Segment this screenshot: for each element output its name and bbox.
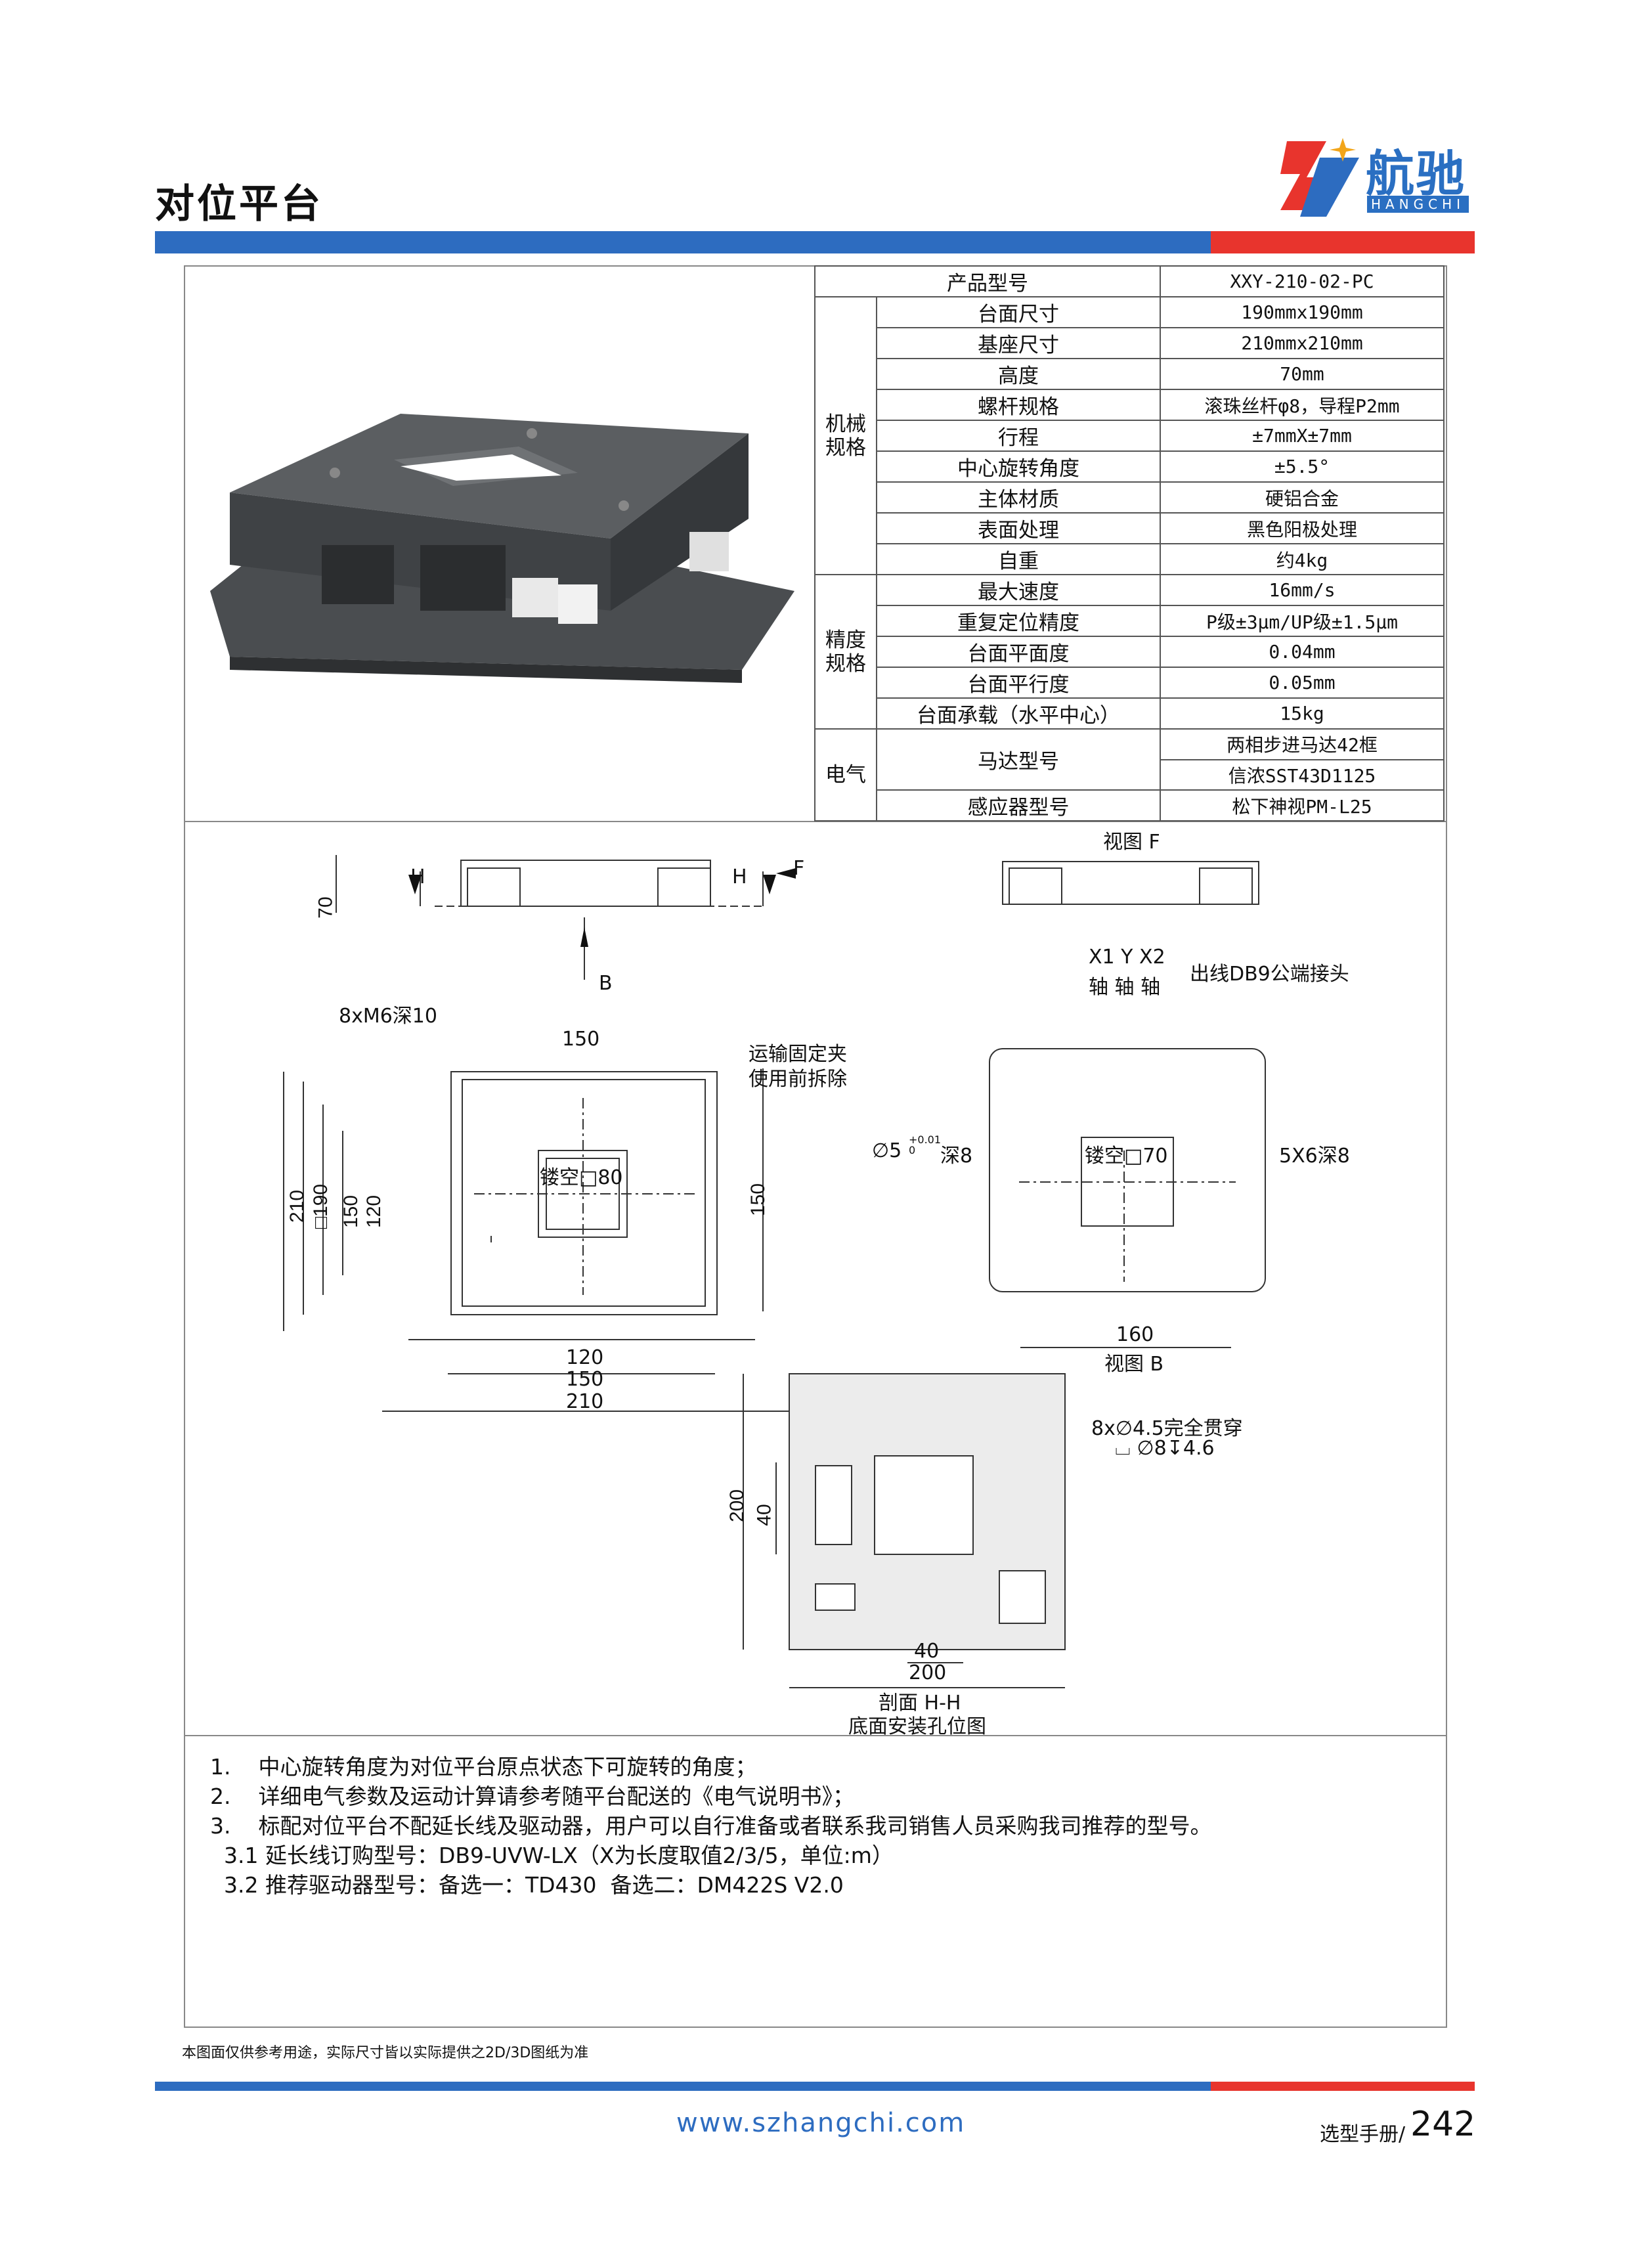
dim-210-left: 210 [286, 1189, 309, 1223]
dim-150-left: 150 [340, 1194, 362, 1229]
spec-key: 台面平面度 [876, 636, 1161, 668]
spec-value: 210mmx210mm [1160, 327, 1445, 359]
label-h-right: H [732, 866, 747, 888]
label-section: 剖面 H-H [879, 1692, 961, 1715]
spec-value: 0.05mm [1160, 667, 1445, 699]
spec-value: P级±3μm/UP级±1.5μm [1160, 605, 1445, 637]
dim-40-left: 40 [753, 1504, 775, 1526]
spec-key: 重复定位精度 [876, 605, 1161, 637]
spec-value: 约4kg [1160, 543, 1445, 575]
spec-key: 中心旋转角度 [876, 450, 1161, 483]
website-link[interactable]: www.szhangchi.com [676, 2108, 966, 2138]
separator-notes [184, 1735, 1446, 1736]
spec-value: ±7mmX±7mm [1160, 420, 1445, 452]
label-b: B [599, 972, 613, 995]
label-phi5: ∅5 [872, 1139, 902, 1162]
spec-key: 螺杆规格 [876, 389, 1161, 421]
label-cbore: ⌴ ∅8↧4.6 [1115, 1437, 1215, 1460]
spec-key: 自重 [876, 543, 1161, 575]
technical-drawing [283, 855, 1266, 1688]
notes: 1. 中心旋转角度为对位平台原点状态下可旋转的角度； 2. 详细电气参数及运动计… [210, 1752, 1211, 1900]
dim-150-bottom: 150 [566, 1368, 604, 1391]
spec-key: 主体材质 [876, 481, 1161, 514]
dim-70: 70 [315, 896, 337, 919]
disclaimer: 本图面仅供参考用途，实际尺寸皆以实际提供之2D/3D图纸为准 [182, 2045, 589, 2061]
spec-value: 硬铝合金 [1160, 481, 1445, 514]
label-db9: 出线DB9公端接头 [1190, 963, 1349, 986]
spec-key: 台面平行度 [876, 667, 1161, 699]
spec-value: 滚珠丝杆φ8，导程P2mm [1160, 389, 1445, 421]
spec-value: 信浓SST43D1125 [1160, 758, 1445, 791]
note-line: 2. 详细电气参数及运动计算请参考随平台配送的《电气说明书》； [210, 1784, 854, 1809]
spec-header-value: XXY-210-02-PC [1160, 265, 1445, 297]
spec-key: 行程 [876, 420, 1161, 452]
label-deep8: 深8 [940, 1145, 973, 1168]
spec-key: 台面承载（水平中心） [876, 697, 1161, 730]
label-view-f: 视图 F [1103, 831, 1160, 854]
spec-key: 基座尺寸 [876, 327, 1161, 359]
spec-value: 黑色阳极处理 [1160, 512, 1445, 544]
label-transport-2: 使用前拆除 [749, 1068, 847, 1091]
label-f: F [793, 857, 805, 880]
spec-key: 高度 [876, 358, 1161, 390]
note-line: 3.1 延长线订购型号：DB9-UVW-LX（X为长度取值2/3/5，单位:m） [210, 1843, 894, 1868]
product-render [210, 414, 794, 683]
dim-120-bottom: 120 [566, 1346, 604, 1369]
label-m6: 8xM6深10 [339, 1005, 437, 1028]
label-h-left: H [410, 866, 425, 888]
label-m5x6: 5X6深8 [1279, 1145, 1350, 1168]
label-hollow70: 镂空□70 [1085, 1145, 1168, 1168]
dim-200-bottom: 200 [909, 1661, 947, 1684]
dim-150-top: 150 [562, 1028, 600, 1051]
dim-150-right: 150 [747, 1183, 770, 1217]
note-line: 3. 标配对位平台不配延长线及驱动器，用户可以自行准备或者联系我司销售人员采购我… [210, 1813, 1212, 1839]
label-phi5-tol: +0.01 0 [909, 1133, 942, 1156]
spec-header-key: 产品型号 [814, 265, 1161, 297]
dim-190: □190 [310, 1183, 332, 1229]
spec-value: 0.04mm [1160, 636, 1445, 668]
dim-120-left: 120 [363, 1194, 385, 1229]
label-axis-row: 轴 轴 轴 [1089, 976, 1161, 999]
spec-value: 15kg [1160, 697, 1445, 730]
header-bar [155, 231, 1475, 253]
label-hole45: 8x∅4.5完全贯穿 [1091, 1417, 1243, 1440]
spec-group-precision: 精度规格 [814, 574, 877, 730]
spec-value: 两相步进马达42框 [1160, 728, 1445, 760]
spec-value: 松下神视PM-L25 [1160, 789, 1445, 822]
label-view-b: 视图 B [1104, 1353, 1164, 1376]
note-line: 3.2 推荐驱动器型号：备选一：TD430 备选二：DM422S V2.0 [210, 1872, 844, 1898]
brand-name: 航驰 [1366, 146, 1466, 202]
spec-key: 台面尺寸 [876, 296, 1161, 328]
separator-top [184, 821, 1446, 822]
dim-40-bottom: 40 [914, 1640, 940, 1663]
page-number: 242 [1410, 2105, 1476, 2144]
spec-key: 马达型号 [876, 728, 1161, 791]
brand-sub: HANGCHI [1367, 196, 1469, 213]
spec-key: 最大速度 [876, 574, 1161, 606]
label-transport-1: 运输固定夹 [749, 1043, 847, 1066]
label-bottom-holes: 底面安装孔位图 [848, 1715, 986, 1738]
spec-value: 190mmx190mm [1160, 296, 1445, 328]
dim-200-left: 200 [726, 1489, 749, 1523]
spec-value: 16mm/s [1160, 574, 1445, 606]
page-label: 选型手册/ [1320, 2123, 1406, 2146]
dim-210-bottom: 210 [566, 1390, 604, 1413]
spec-key: 表面处理 [876, 512, 1161, 544]
label-hollow80: 镂空□80 [540, 1166, 623, 1189]
spec-group-electric: 电气 [814, 728, 877, 822]
spec-value: 70mm [1160, 358, 1445, 390]
page-title: 对位平台 [155, 181, 323, 227]
note-line: 1. 中心旋转角度为对位平台原点状态下可旋转的角度； [210, 1754, 757, 1780]
footer-bar [155, 2082, 1475, 2091]
label-axes: X1 Y X2 [1089, 946, 1165, 969]
dim-160: 160 [1116, 1323, 1154, 1346]
brand-logo-icon [1280, 138, 1359, 217]
spec-key: 感应器型号 [876, 789, 1161, 822]
spec-value: ±5.5° [1160, 450, 1445, 483]
spec-group-mech: 机械规格 [814, 296, 877, 575]
spec-table: 产品型号 XXY-210-02-PC 机械规格 台面尺寸 190mmx190mm… [814, 265, 1445, 822]
